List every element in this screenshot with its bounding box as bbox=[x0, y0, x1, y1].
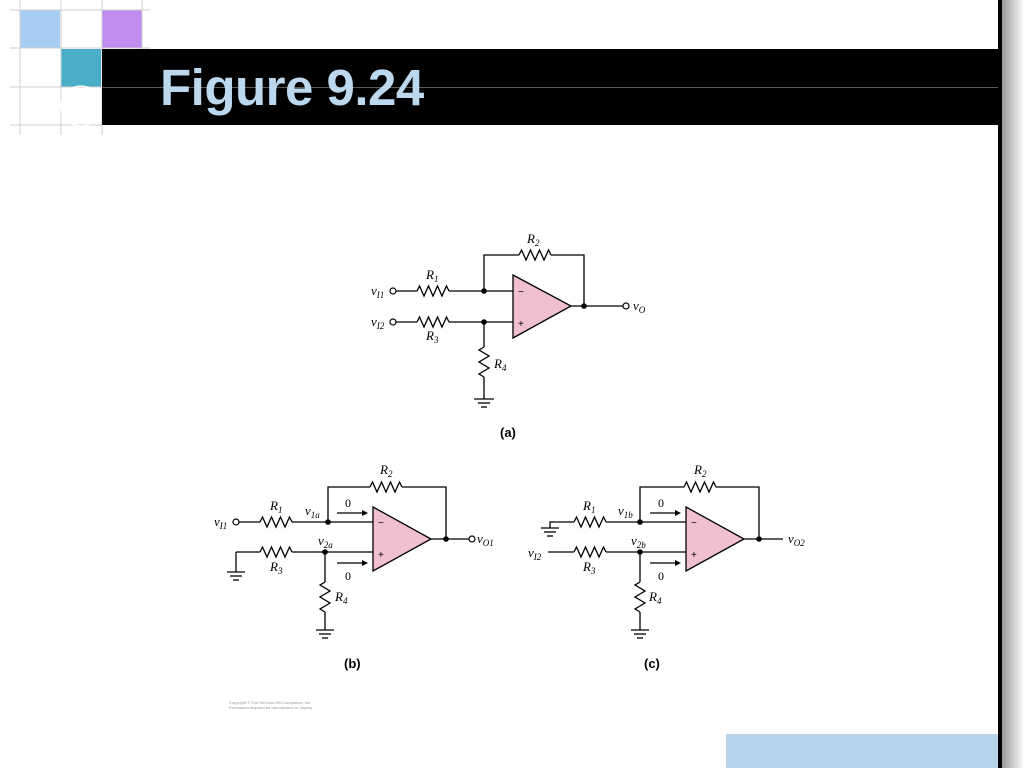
junction-dot bbox=[481, 288, 487, 294]
decorative-circle bbox=[60, 85, 102, 127]
label-r2-b: R2 bbox=[379, 462, 393, 479]
resistor-r2-a bbox=[518, 248, 552, 262]
decorative-grid bbox=[10, 0, 150, 135]
ground-icon bbox=[631, 629, 649, 639]
arrow-icon bbox=[337, 560, 368, 566]
opamp-b bbox=[372, 505, 433, 573]
junction-dot bbox=[322, 549, 328, 555]
label-vi2-a: vI2 bbox=[371, 314, 385, 331]
circuit-b: − + bbox=[214, 462, 494, 671]
label-r2-a: R2 bbox=[526, 231, 540, 248]
resistor-r1-b bbox=[259, 515, 293, 529]
ground-icon bbox=[316, 629, 334, 639]
footer-box bbox=[726, 734, 998, 768]
page-title: Figure 9.24 bbox=[160, 59, 424, 116]
junction-dot bbox=[443, 536, 449, 542]
junction-dot bbox=[325, 519, 331, 525]
opamp-c-minus: − bbox=[691, 518, 697, 529]
label-r3-c: R3 bbox=[582, 559, 596, 576]
caption-b: (b) bbox=[344, 656, 361, 671]
resistor-r2-c bbox=[683, 480, 717, 494]
arrow-icon bbox=[337, 510, 368, 516]
label-vi1-a: vI1 bbox=[371, 283, 384, 300]
junction-dot bbox=[637, 549, 643, 555]
square-blue bbox=[20, 10, 60, 48]
junction-dot bbox=[581, 303, 587, 309]
resistor-r1-c bbox=[573, 515, 607, 529]
square-purple bbox=[102, 10, 142, 48]
arrow-icon bbox=[650, 510, 681, 516]
ground-icon bbox=[227, 571, 245, 581]
terminal-vi1-b bbox=[232, 518, 240, 526]
label-v2a-b: v2a bbox=[318, 533, 333, 550]
label-r1-c: R1 bbox=[582, 498, 595, 515]
label-r1-b: R1 bbox=[269, 498, 282, 515]
label-r2-c: R2 bbox=[693, 462, 707, 479]
label-vi2-c: vI2 bbox=[528, 545, 542, 562]
terminal-vo1-b bbox=[468, 535, 476, 543]
label-vo2-c: vO2 bbox=[788, 531, 805, 548]
label-current-bottom-b: 0 bbox=[345, 569, 351, 583]
decorative-circle-layer bbox=[60, 85, 102, 127]
copyright-line: Copyright © The McGraw-Hill Companies, I… bbox=[229, 700, 312, 705]
opamp-c bbox=[685, 505, 746, 573]
right-border bbox=[998, 0, 1002, 768]
resistor-r4-c bbox=[633, 581, 647, 613]
caption-a: (a) bbox=[500, 425, 516, 440]
title-bar bbox=[102, 49, 999, 125]
opamp-c-plus: + bbox=[691, 550, 697, 561]
opamp-a-minus: − bbox=[518, 287, 524, 298]
junction-dot bbox=[481, 319, 487, 325]
label-current-top-c: 0 bbox=[658, 496, 664, 510]
copyright-notice: Copyright © The McGraw-Hill Companies, I… bbox=[229, 700, 313, 710]
caption-c: (c) bbox=[644, 656, 660, 671]
label-v1a-b: v1a bbox=[305, 503, 320, 520]
junction-dot bbox=[637, 519, 643, 525]
terminal-vo-a bbox=[622, 302, 630, 310]
opamp-b-minus: − bbox=[378, 518, 384, 529]
resistor-r3-a bbox=[416, 315, 450, 329]
terminal-vi1-a bbox=[389, 287, 397, 295]
label-v1b-c: v1b bbox=[618, 503, 633, 520]
right-shadow bbox=[1002, 0, 1024, 768]
label-r1-a: R1 bbox=[425, 267, 438, 284]
label-vo1-b: vO1 bbox=[477, 531, 494, 548]
ground-icon bbox=[541, 527, 559, 537]
ground-icon bbox=[474, 398, 494, 408]
label-r3-a: R3 bbox=[425, 328, 439, 345]
label-vo-a: vO bbox=[633, 298, 646, 315]
label-current-bottom-c: 0 bbox=[658, 569, 664, 583]
opamp-a-plus: + bbox=[518, 319, 524, 330]
resistor-r3-c bbox=[573, 545, 607, 559]
opamp-a bbox=[512, 273, 573, 340]
arrow-icon bbox=[650, 560, 681, 566]
circuit-c: − + bbox=[528, 462, 805, 671]
label-r4-b: R4 bbox=[334, 589, 348, 606]
label-r4-a: R4 bbox=[493, 356, 507, 373]
resistor-r4-a bbox=[477, 346, 491, 378]
circuit-a: − + bbox=[371, 231, 646, 440]
opamp-b-plus: + bbox=[378, 550, 384, 561]
square-teal bbox=[61, 49, 101, 87]
title-bar-line bbox=[102, 87, 999, 88]
resistor-r2-b bbox=[369, 480, 403, 494]
label-current-top-b: 0 bbox=[345, 496, 351, 510]
copyright-line: Permission required for reproduction or … bbox=[229, 705, 313, 710]
resistor-r1-a bbox=[416, 284, 450, 298]
terminal-vi2-a bbox=[389, 318, 397, 326]
label-r4-c: R4 bbox=[648, 589, 662, 606]
label-v2b-c: v2b bbox=[631, 533, 646, 550]
resistor-r4-b bbox=[318, 581, 332, 613]
label-r3-b: R3 bbox=[269, 559, 283, 576]
label-vi1-b: vI1 bbox=[214, 514, 227, 531]
junction-dot bbox=[756, 536, 762, 542]
resistor-r3-b bbox=[259, 545, 293, 559]
